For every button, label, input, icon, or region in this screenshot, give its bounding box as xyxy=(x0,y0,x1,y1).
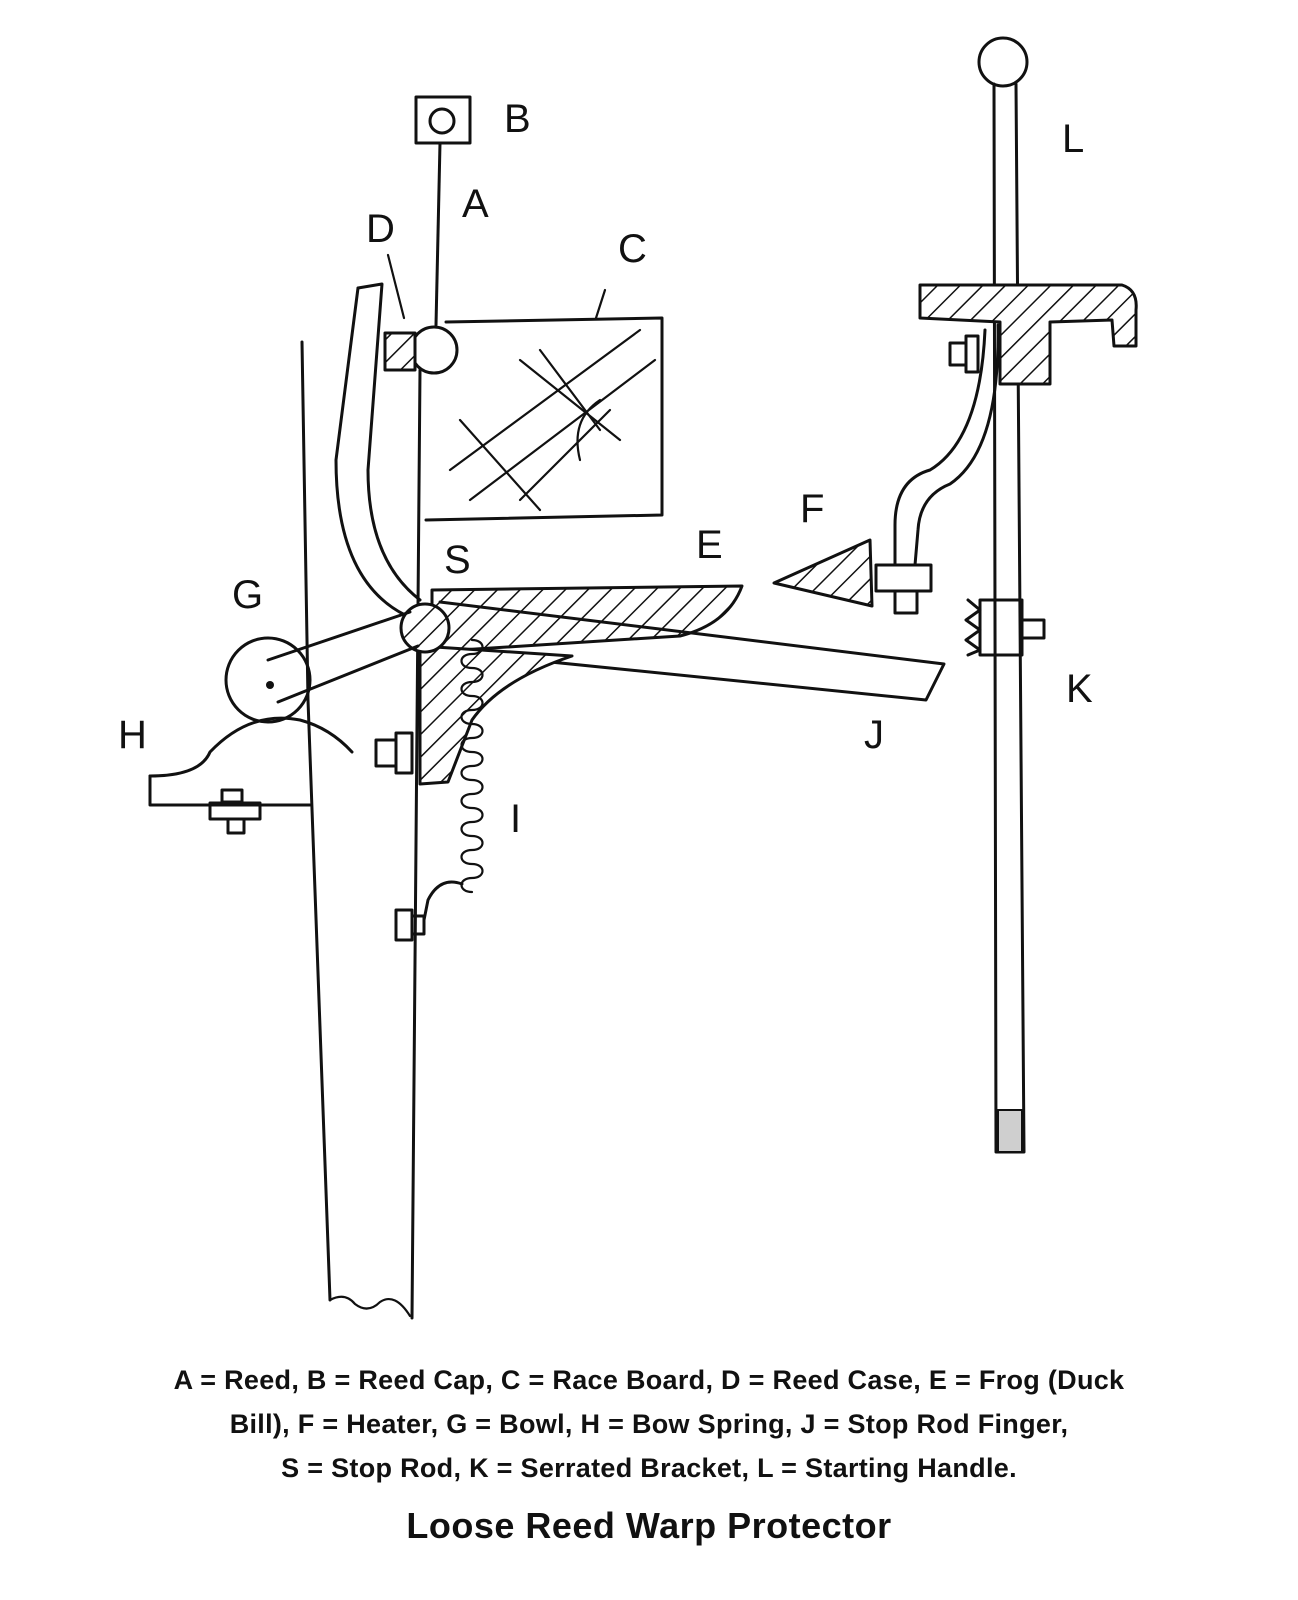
caption-line-3: S = Stop Rod, K = Serrated Bracket, L = … xyxy=(281,1453,1017,1483)
race-board xyxy=(424,288,664,522)
spring xyxy=(394,638,484,942)
caption-line-2: Bill), F = Heater, G = Bowl, H = Bow Spr… xyxy=(229,1409,1069,1439)
label-h: H xyxy=(118,713,147,757)
starting-handle xyxy=(977,36,1029,1154)
frog xyxy=(430,584,744,652)
handle-bracket-bolt xyxy=(948,334,980,374)
stop-rod-lever xyxy=(334,282,422,617)
handle-bracket xyxy=(918,283,1138,386)
bracket-bolt xyxy=(374,731,414,775)
label-d: D xyxy=(366,207,395,251)
reed-cap xyxy=(414,95,472,145)
caption-line-1: A = Reed, B = Reed Cap, C = Race Board, … xyxy=(173,1365,1125,1395)
label-i: I xyxy=(510,797,521,841)
serrated-bracket xyxy=(964,598,1046,657)
frog-bracket xyxy=(418,644,574,786)
warp-protector-diagram: A B C D E F G H I J K L S xyxy=(118,36,1138,1320)
label-k: K xyxy=(1066,667,1093,711)
reed xyxy=(409,141,459,375)
reed-case xyxy=(383,331,417,372)
stop-rod xyxy=(399,602,451,654)
label-l: L xyxy=(1062,117,1084,161)
label-j: J xyxy=(864,713,884,757)
label-g: G xyxy=(232,573,263,617)
label-b: B xyxy=(504,97,531,141)
bow-spring xyxy=(148,716,354,835)
heater xyxy=(772,323,1000,615)
bowl xyxy=(224,610,420,724)
label-f: F xyxy=(800,487,824,531)
stop-rod-finger xyxy=(430,600,946,702)
caption: A = Reed, B = Reed Cap, C = Race Board, … xyxy=(0,1358,1298,1490)
figure-title: Loose Reed Warp Protector xyxy=(406,1505,892,1546)
label-a: A xyxy=(462,182,489,226)
label-c: C xyxy=(618,227,647,271)
label-s: S xyxy=(444,538,471,582)
label-e: E xyxy=(696,523,723,567)
sley-sword xyxy=(300,340,422,1320)
